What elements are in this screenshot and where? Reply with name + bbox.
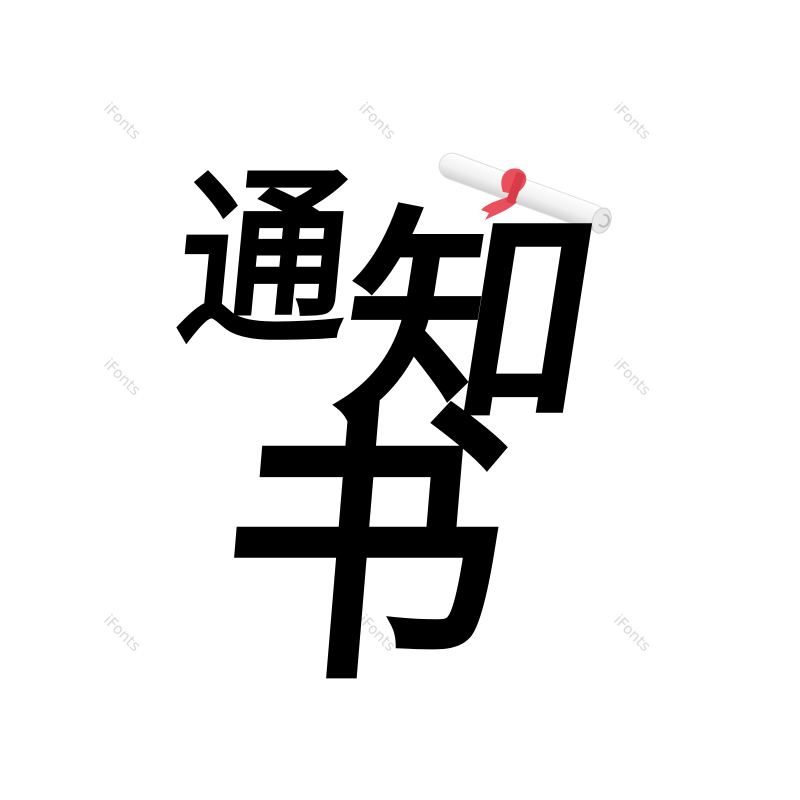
watermark-text: iFonts [610, 354, 655, 400]
watermark-text: iFonts [610, 610, 655, 656]
watermark-text: iFonts [100, 610, 145, 656]
watermark-text: iFonts [355, 98, 400, 144]
calligraphy-char-tong: 通 [169, 148, 362, 371]
calligraphy-char-shu: 书 [207, 368, 523, 721]
watermark-text: iFonts [100, 98, 145, 144]
watermark-text: iFonts [610, 98, 655, 144]
ribbon-icon [481, 168, 527, 220]
watermark-text: iFonts [100, 354, 145, 400]
scroll-icon [438, 152, 612, 234]
